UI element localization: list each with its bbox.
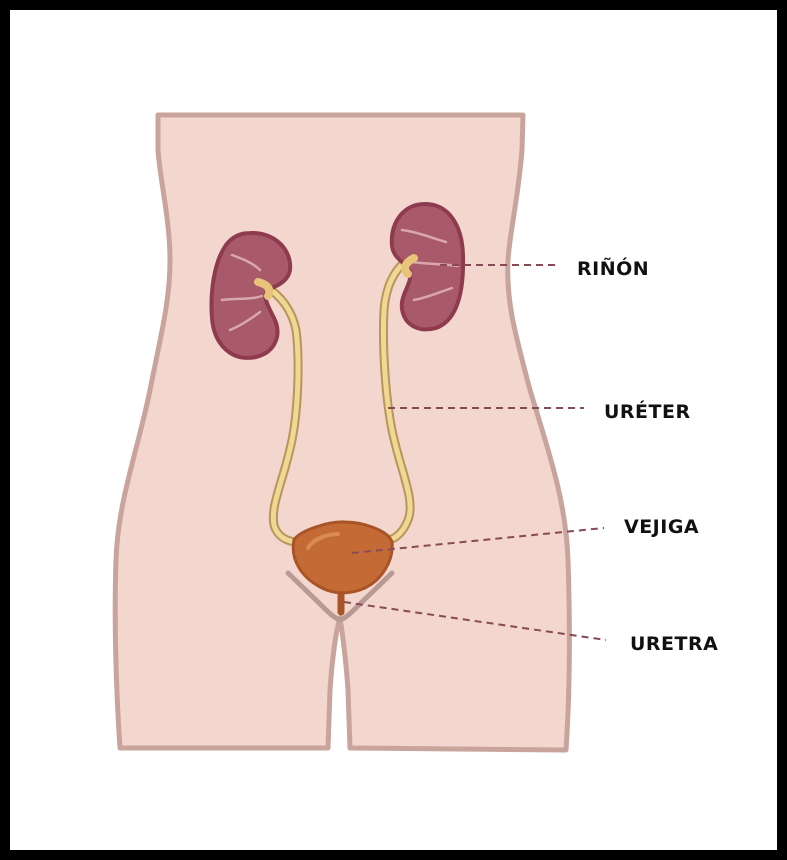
right-kidney <box>392 204 463 329</box>
urethra-label: URETRA <box>630 633 718 655</box>
ureter-label: URÉTER <box>604 400 691 423</box>
kidney-label: RIÑÓN <box>577 256 649 280</box>
bladder-label: VEJIGA <box>624 516 699 538</box>
